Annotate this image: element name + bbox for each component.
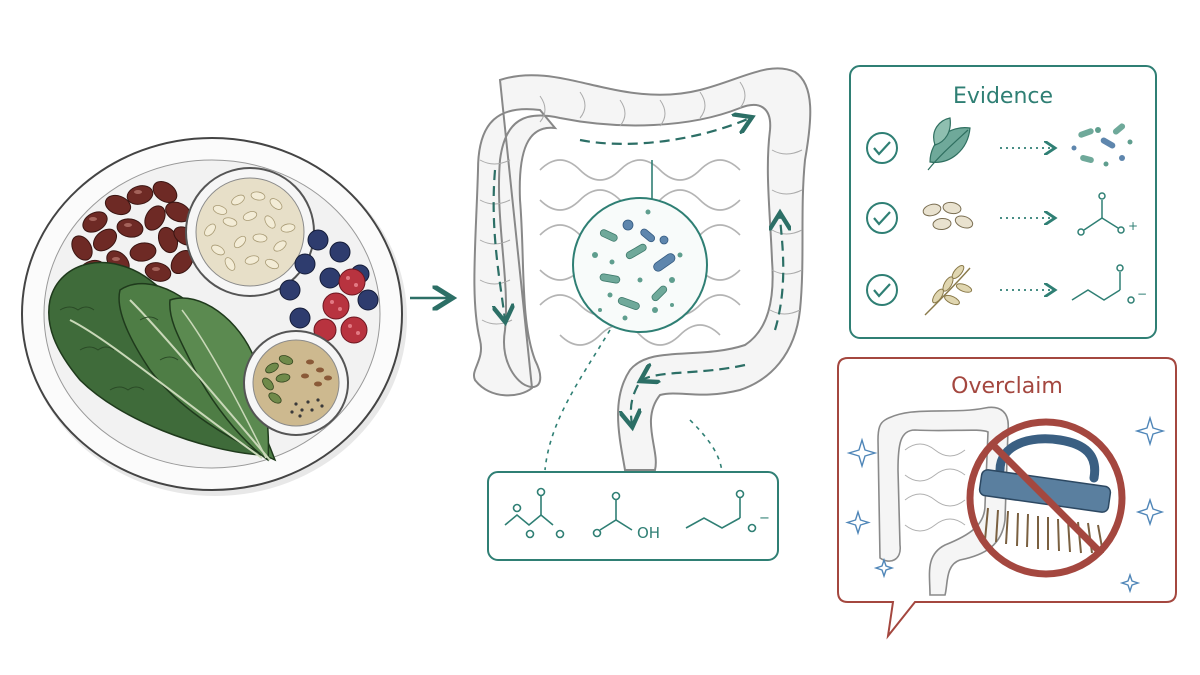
molecule-2-label: OH — [637, 524, 660, 542]
butyrate-charge: − — [1137, 287, 1147, 301]
molecule-3-label: − — [759, 511, 770, 526]
microbe-magnifier — [573, 198, 707, 332]
carboxylate-charge: + — [1128, 219, 1138, 233]
overclaim-title: Overclaim — [951, 374, 1063, 399]
oats-bowl — [186, 168, 314, 296]
molecules-panel: OH − — [488, 472, 778, 560]
overclaim-panel: Overclaim — [838, 358, 1176, 636]
evidence-title: Evidence — [953, 84, 1053, 109]
food-plate — [22, 138, 407, 496]
evidence-panel: Evidence — [850, 66, 1156, 338]
seeds-bowl — [244, 331, 348, 435]
